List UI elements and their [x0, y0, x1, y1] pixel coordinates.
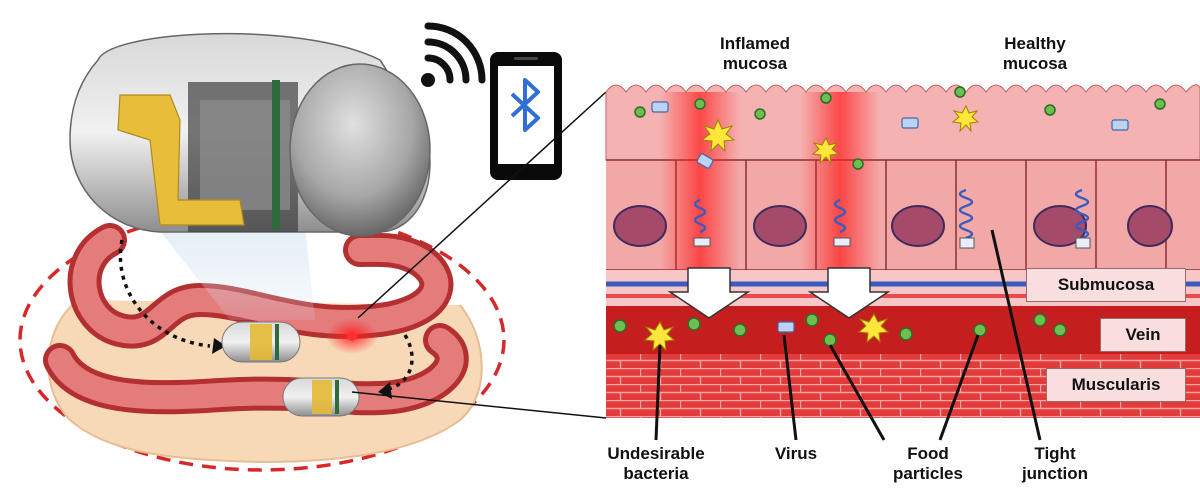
label-tight-junction: Tight junction [1021, 444, 1089, 483]
label-virus: Virus [774, 444, 818, 463]
label-healthy-mucosa: Healthy mucosa [1002, 34, 1068, 73]
capsule-device-icon [69, 32, 431, 237]
arrowhead [378, 382, 392, 399]
dashed-outline [18, 208, 506, 472]
bluetooth-icon [510, 78, 540, 132]
label-food-particles: Food particles [893, 444, 963, 483]
arrowhead [212, 338, 226, 354]
connector-line [351, 391, 607, 419]
label-undesirable-bacteria: Undesirable bacteria [607, 444, 705, 483]
wifi-signal-icon [421, 22, 486, 87]
connector-line [357, 91, 607, 319]
label-submucosa: Submucosa [1026, 268, 1186, 302]
capsule-small [282, 377, 360, 417]
label-vein: Vein [1100, 318, 1186, 352]
inflammation-spot [347, 331, 357, 341]
label-pointers [654, 229, 1042, 441]
capsule-small [221, 321, 301, 363]
label-inflamed-mucosa: Inflamed mucosa [720, 34, 790, 73]
label-muscularis: Muscularis [1046, 368, 1186, 402]
travel-path [118, 239, 414, 392]
